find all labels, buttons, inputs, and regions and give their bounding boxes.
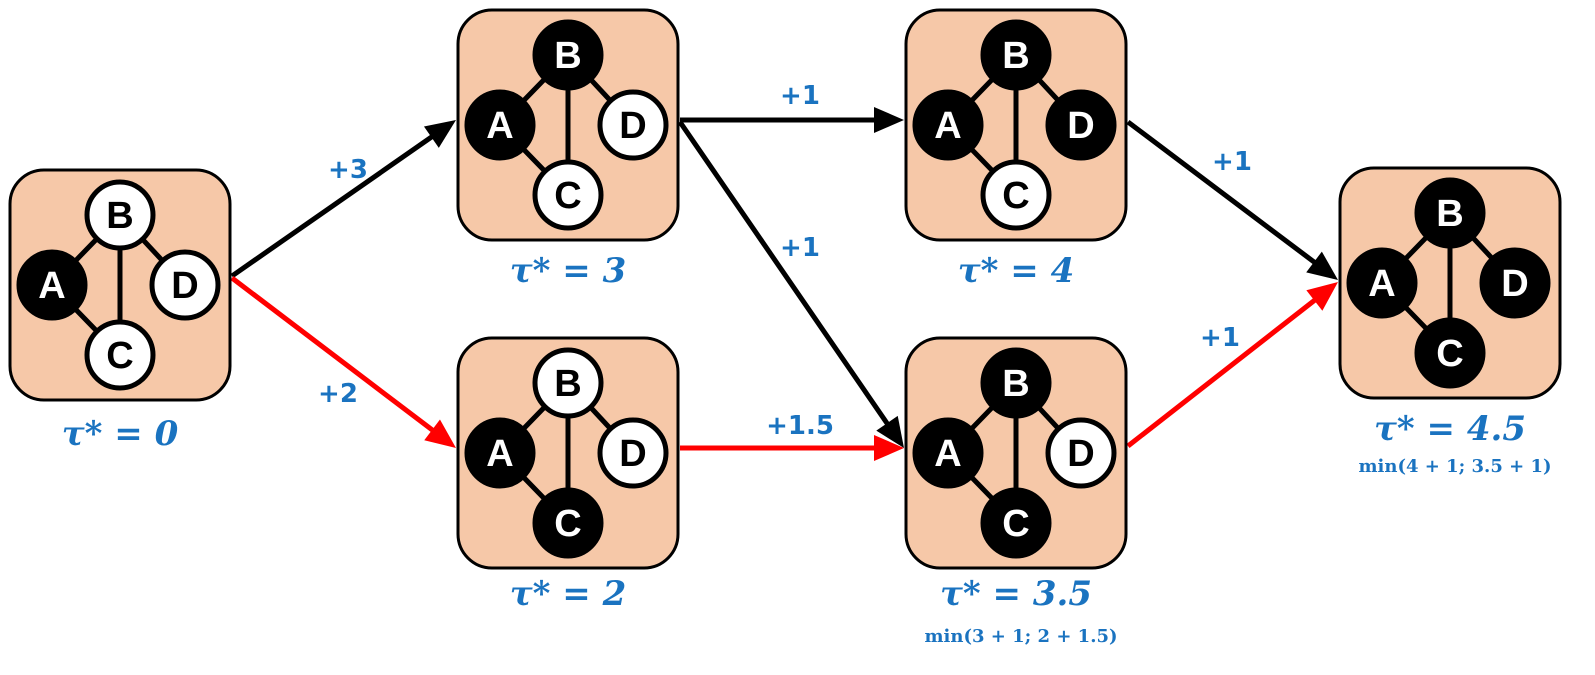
graph-node-label: C: [1436, 333, 1463, 375]
graph-node-label: C: [1002, 503, 1029, 545]
graph-node-label: D: [1067, 433, 1094, 475]
arrowhead-icon: [423, 120, 456, 148]
transition-weight-label: +1: [780, 233, 820, 263]
graph-node-A: [912, 417, 984, 489]
graph-node-D: [149, 249, 221, 321]
graph-node-B: [84, 179, 156, 251]
graph-node-label: A: [38, 265, 65, 307]
state-box-s5: AB CD: [1338, 166, 1562, 400]
graph-node-label: B: [1002, 35, 1029, 77]
transition-weight-label: +1: [1200, 323, 1240, 353]
state-box-s1: AB CD: [456, 8, 680, 242]
graph-node-A: [16, 249, 88, 321]
graph-node-label: B: [554, 363, 581, 405]
transition-arrow-s3-s5: [1126, 120, 1319, 267]
graph-node-label: D: [619, 105, 646, 147]
graph-node-label: D: [1067, 105, 1094, 147]
graph-node-B: [980, 19, 1052, 91]
graph-node-C: [84, 319, 156, 391]
graph-node-A: [1346, 247, 1418, 319]
graph-node-D: [1479, 247, 1551, 319]
graph-node-A: [464, 89, 536, 161]
graph-node-label: D: [619, 433, 646, 475]
graph-node-D: [597, 89, 669, 161]
graph-node-B: [532, 19, 604, 91]
tau-value-label: τ* = 4.5: [1374, 409, 1526, 449]
tau-value-label: τ* = 0: [62, 414, 179, 454]
min-formula-label: min(4 + 1; 3.5 + 1): [1358, 456, 1551, 477]
graph-node-B: [1414, 177, 1486, 249]
arrowhead-icon: [424, 419, 456, 448]
transition-arrow-s0-s1: [230, 132, 437, 279]
transition-weight-label: +1: [780, 81, 820, 111]
graph-node-label: A: [486, 433, 513, 475]
graph-node-label: C: [1002, 175, 1029, 217]
graph-node-C: [532, 487, 604, 559]
transition-arrow-s4-s5: [1126, 296, 1320, 448]
transition-arrow-s1-s4: [677, 120, 892, 428]
graph-node-label: B: [106, 195, 133, 237]
state-box-s3: AB CD: [904, 8, 1128, 242]
transition-arrow-s0-s2: [230, 276, 437, 435]
labels-layer: +3 +2 +1 +1 +1.5 +1 +1 τ* = 0 τ* = 3 τ* = 2 τ* = 4…: [62, 81, 1552, 647]
min-formula-label: min(3 + 1; 2 + 1.5): [924, 626, 1117, 647]
graph-node-D: [597, 417, 669, 489]
graph-node-A: [464, 417, 536, 489]
graph-node-label: D: [1501, 263, 1528, 305]
transition-weight-label: +2: [318, 379, 358, 409]
graph-node-label: D: [171, 265, 198, 307]
arrowhead-icon: [876, 415, 904, 448]
graph-node-C: [980, 487, 1052, 559]
transition-weight-label: +1: [1212, 147, 1252, 177]
graph-node-label: B: [1002, 363, 1029, 405]
graph-node-label: B: [1436, 193, 1463, 235]
graph-node-D: [1045, 89, 1117, 161]
graph-node-A: [912, 89, 984, 161]
edges-layer: [230, 107, 1338, 461]
graph-node-label: A: [934, 433, 961, 475]
state-box-s4: AB CD: [904, 336, 1128, 570]
tau-value-label: τ* = 2: [510, 574, 626, 614]
arrowhead-icon: [1306, 282, 1338, 311]
tau-value-label: τ* = 4: [958, 251, 1074, 291]
graph-node-C: [1414, 317, 1486, 389]
tau-value-label: τ* = 3: [510, 251, 626, 291]
graph-node-C: [532, 159, 604, 231]
graph-node-B: [980, 347, 1052, 419]
graph-node-label: A: [486, 105, 513, 147]
graph-node-label: C: [554, 503, 581, 545]
arrowhead-icon: [1306, 251, 1338, 280]
state-box-s2: AB CD: [456, 336, 680, 570]
graph-node-B: [532, 347, 604, 419]
graph-node-label: B: [554, 35, 581, 77]
transition-weight-label: +3: [328, 155, 368, 185]
state-box-s0: AB CD: [8, 168, 232, 402]
arrowhead-icon: [874, 435, 904, 461]
graph-node-D: [1045, 417, 1117, 489]
graph-node-C: [980, 159, 1052, 231]
graph-node-label: A: [934, 105, 961, 147]
arrowhead-icon: [874, 107, 904, 133]
graph-node-label: C: [554, 175, 581, 217]
tau-value-label: τ* = 3.5: [940, 574, 1092, 614]
transition-weight-label: +1.5: [766, 411, 834, 441]
graph-node-label: C: [106, 335, 133, 377]
graph-node-label: A: [1368, 263, 1395, 305]
